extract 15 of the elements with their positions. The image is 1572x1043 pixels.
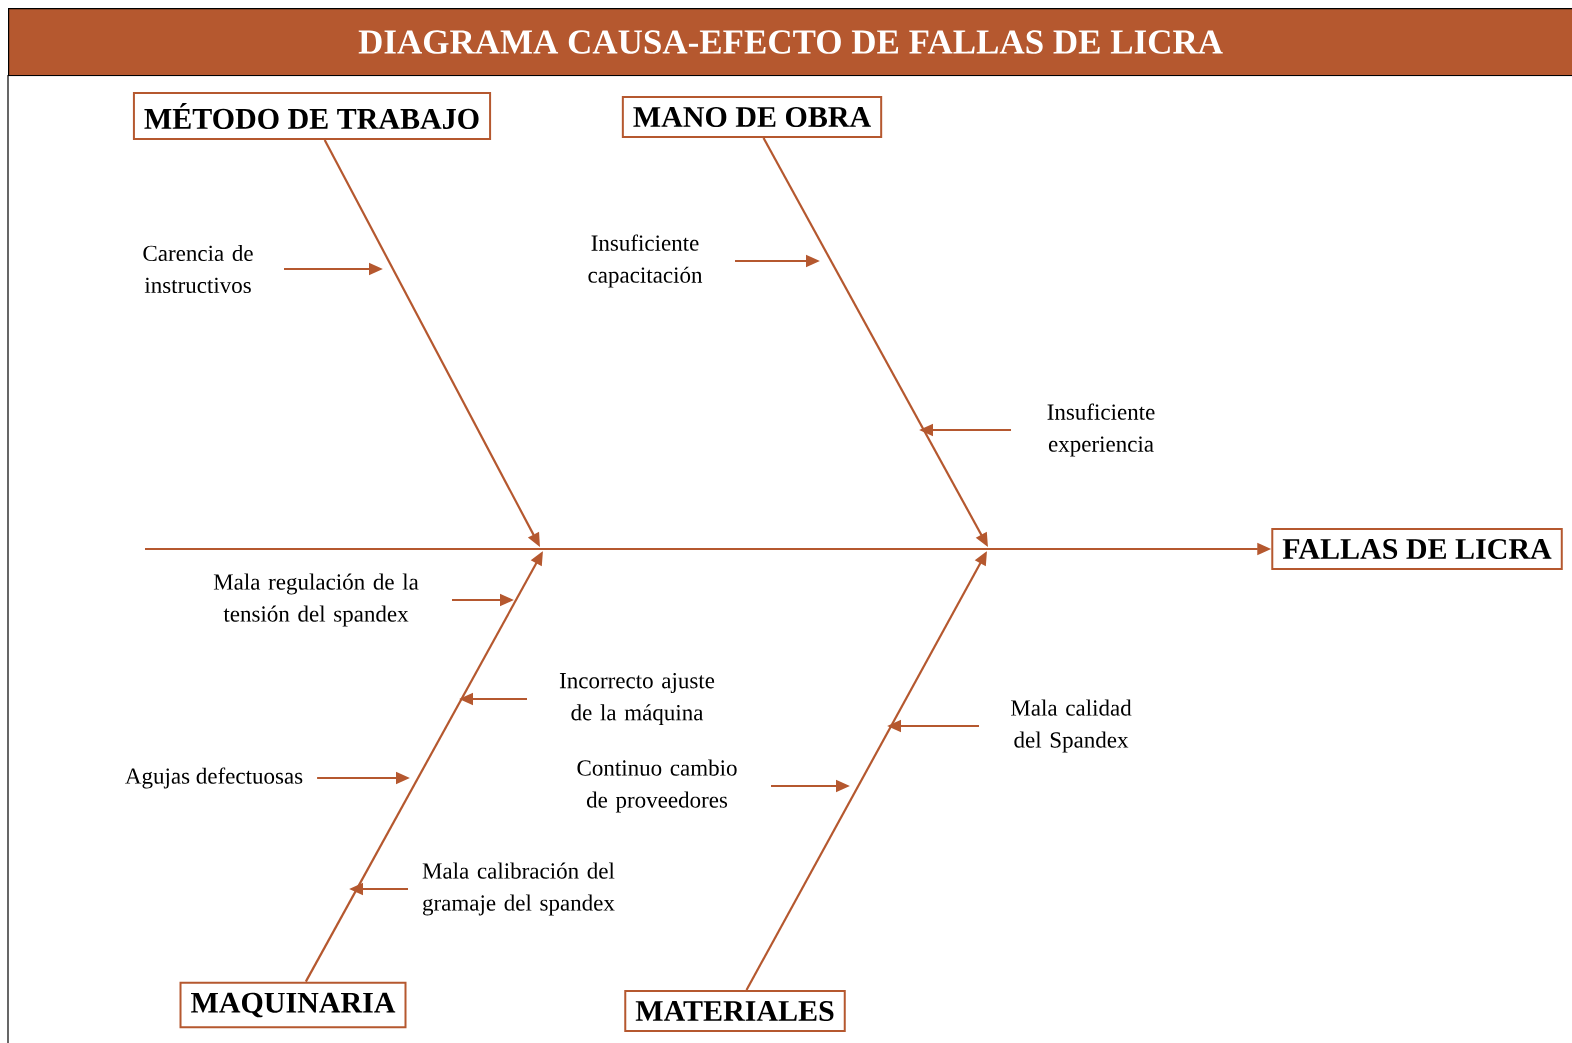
cause-text: Mala calidad del Spandex [1011,699,1132,753]
title-band: DIAGRAMA CAUSA-EFECTO DE FALLAS DE LICRA [8,8,1572,77]
cause-text: Mala regulación de la tensión del spandex [213,573,419,627]
cause-text: Insuficiente capacitación [588,234,703,288]
category-box: MANO DE OBRA [621,95,883,139]
cause-text: Mala calibración del gramaje del spandex [422,862,615,916]
category-box: FALLAS DE LICRA [1271,527,1563,571]
cause-text: Continuo cambio de proveedores [577,759,737,813]
cause-text: Insuficiente experiencia [1047,403,1155,457]
cause-text: Carencia de instructivos [143,244,253,294]
category-box: MAQUINARIA [179,981,407,1029]
cause-text: Agujas defectuosas [125,767,303,789]
category-box: MÉTODO DE TRABAJO [132,92,492,140]
cause-text: Incorrecto ajuste de la máquina [559,672,715,726]
category-box: MATERIALES [624,989,846,1033]
